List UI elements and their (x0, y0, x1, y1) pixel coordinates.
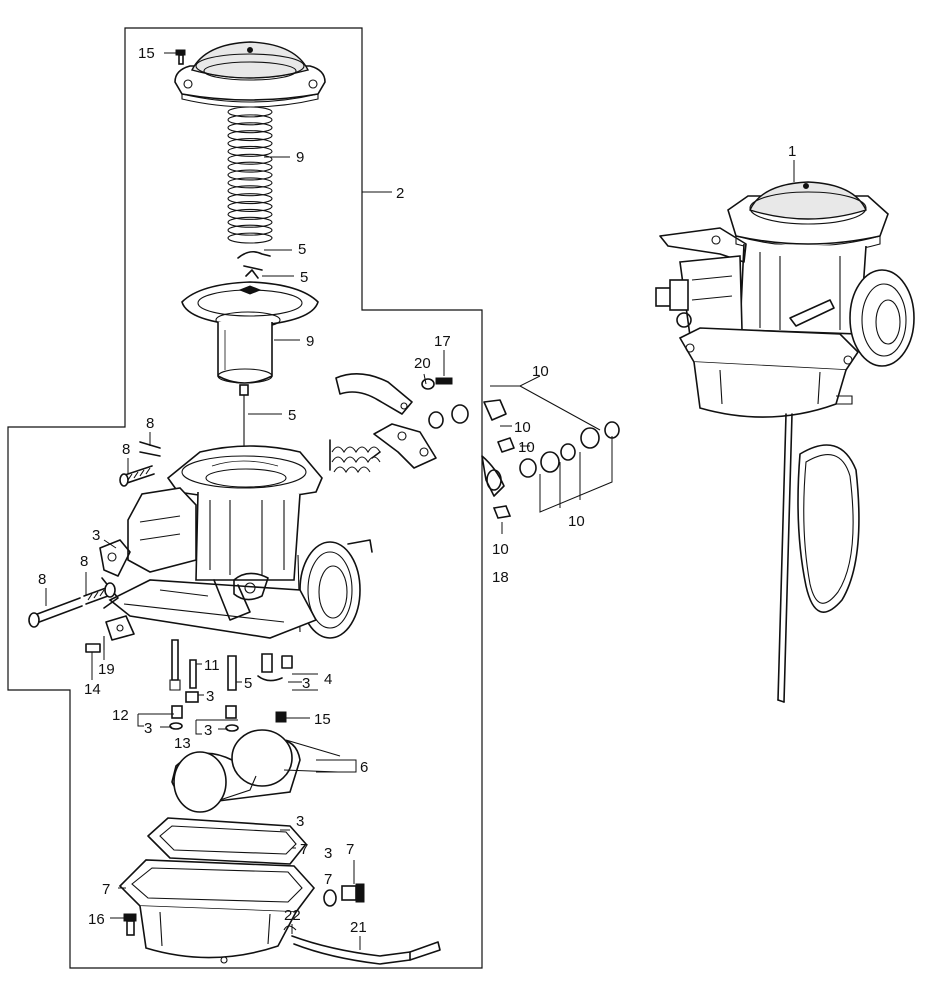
throttle-return-spring (329, 439, 381, 474)
label-5-needle: 5 (288, 407, 296, 424)
bowl-gasket (147, 817, 307, 865)
adjusting-screws (28, 441, 161, 628)
label-7-plug: 7 (346, 841, 354, 858)
label-7-gasket: 7 (300, 841, 308, 858)
part-number-labels: 15 9 2 5 5 9 5 8 8 3 8 8 19 14 11 3 5 3 … (38, 45, 796, 936)
spring-coil (227, 193, 273, 205)
small-bracket (85, 615, 135, 653)
label-2-assembly: 2 (396, 185, 404, 202)
label-5-retainer: 5 (300, 269, 308, 286)
label-3-oring-b: 3 (302, 675, 310, 692)
label-10-group-b: 10 (518, 439, 535, 456)
label-10-group-bottom: 10 (568, 513, 585, 530)
label-16-drain-screw: 16 (88, 911, 105, 928)
label-1-carburetor: 1 (788, 143, 796, 160)
label-21-tube: 21 (350, 919, 367, 936)
label-8-screw-b: 8 (122, 441, 130, 458)
top-cover (174, 41, 326, 108)
float-bowl (118, 859, 316, 964)
leader-lines (45, 52, 795, 950)
spring-coil (227, 106, 273, 118)
bowl-drain-plug (323, 883, 365, 907)
label-8-screw-d: 8 (38, 571, 46, 588)
spring-coil (227, 161, 273, 173)
label-20-washer: 20 (414, 355, 431, 372)
vacuum-piston (217, 322, 273, 460)
label-7-plug-oring: 7 (324, 871, 332, 888)
diaphragm (181, 281, 319, 329)
label-15-float-pin-screw: 15 (314, 711, 331, 728)
label-13-slow-jet: 13 (174, 735, 191, 752)
label-18-nut: 18 (492, 569, 509, 586)
label-14-clip: 14 (84, 681, 101, 698)
label-3-oring-a: 3 (206, 688, 214, 705)
label-22-clip: 22 (284, 907, 301, 924)
label-7-bowl-gasket: 7 (102, 881, 110, 898)
spring-coil (227, 145, 273, 157)
float-assembly (171, 729, 341, 813)
label-15-top-screw: 15 (138, 45, 155, 62)
spring-coil (227, 130, 273, 142)
label-9-spring: 9 (296, 149, 304, 166)
spring-coil (227, 137, 273, 149)
label-9-diaphragm: 9 (306, 333, 314, 350)
spring-coil (227, 114, 273, 126)
spring-coil (227, 169, 273, 181)
label-10-group-top: 10 (532, 363, 549, 380)
carburetor-body (99, 445, 373, 639)
label-3-gasket: 3 (296, 813, 304, 830)
spring-coil (227, 185, 273, 197)
drain-screw (123, 913, 137, 936)
spring-coil (227, 153, 273, 165)
label-19-bracket: 19 (98, 661, 115, 678)
label-10-group-a: 10 (514, 419, 531, 436)
drain-tube (283, 925, 441, 965)
assembled-carburetor (655, 181, 915, 703)
label-3-plug-oring: 3 (324, 845, 332, 862)
label-12-main-jet: 12 (112, 707, 129, 724)
spring-coil (227, 122, 273, 134)
spring-coil (227, 216, 273, 228)
spring-coil (227, 232, 273, 244)
spring-coil (227, 224, 273, 236)
linkage-parts (335, 373, 620, 519)
screw-top (175, 49, 186, 65)
label-5-jet: 5 (244, 675, 252, 692)
label-8-screw-a: 8 (146, 415, 154, 432)
spring-coil (227, 208, 273, 220)
assembly-frame-outline (7, 27, 483, 969)
clip-upper (237, 250, 271, 279)
label-4-needle-valve: 4 (324, 671, 332, 688)
label-3-lever: 3 (92, 527, 100, 544)
main-spring (227, 106, 273, 244)
spring-coil (227, 177, 273, 189)
label-11-jet: 11 (204, 657, 220, 674)
label-10-nut: 10 (492, 541, 509, 558)
jets (169, 639, 293, 732)
spring-coil (227, 201, 273, 213)
label-17-bolt: 17 (434, 333, 451, 350)
label-6-float: 6 (360, 759, 368, 776)
label-3-oring-d: 3 (204, 722, 212, 739)
label-8-screw-c: 8 (80, 553, 88, 570)
label-5-clip: 5 (298, 241, 306, 258)
label-3-oring-c: 3 (144, 720, 152, 737)
